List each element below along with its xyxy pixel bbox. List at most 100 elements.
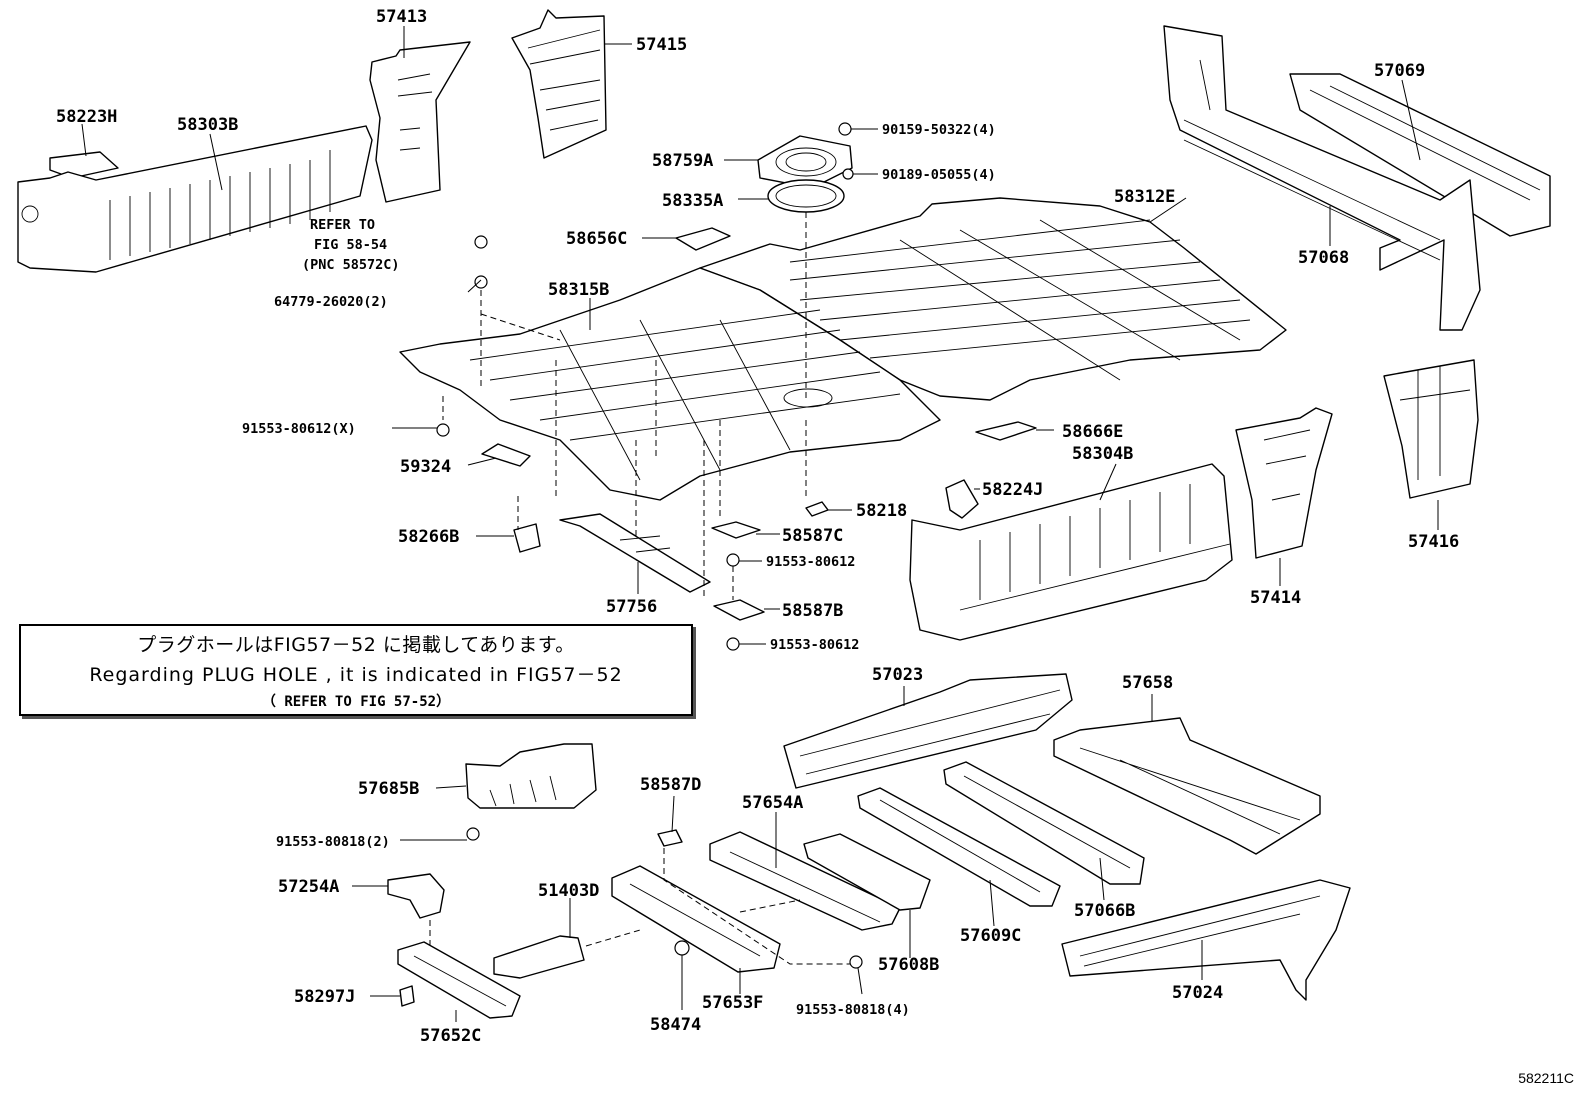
label-58223H: 58223H bbox=[56, 107, 117, 127]
label-57685B: 57685B bbox=[358, 779, 419, 799]
part-57756 bbox=[559, 513, 711, 593]
label-57653F: 57653F bbox=[702, 993, 763, 1013]
note-line-english: Regarding PLUG HOLE , it is indicated in… bbox=[89, 664, 623, 686]
part-58297J bbox=[399, 985, 415, 1007]
label-58656C: 58656C bbox=[566, 229, 627, 249]
fastener-90189 bbox=[842, 168, 854, 180]
plug-hole-note: プラグホールはFIG57－52 に掲載してあります。 Regarding PLU… bbox=[19, 624, 693, 716]
part-57066B bbox=[943, 761, 1145, 885]
part-57654A bbox=[709, 831, 901, 931]
label-58315B: 58315B bbox=[548, 280, 609, 300]
label-57654A: 57654A bbox=[742, 793, 803, 813]
fastener-91553b bbox=[726, 637, 740, 651]
part-57413 bbox=[369, 41, 471, 203]
part-58315B bbox=[399, 267, 941, 501]
label-58335A: 58335A bbox=[662, 191, 723, 211]
label-58474: 58474 bbox=[650, 1015, 701, 1035]
label-91553-80818-2: 91553-80818(2) bbox=[276, 834, 390, 850]
label-91553-80612-a: 91553-80612 bbox=[766, 554, 855, 570]
label-57609C: 57609C bbox=[960, 926, 1021, 946]
label-57254A: 57254A bbox=[278, 877, 339, 897]
label-57608B: 57608B bbox=[878, 955, 939, 975]
part-57416 bbox=[1383, 359, 1479, 499]
figure-code: 582211C bbox=[1518, 1070, 1574, 1086]
label-57658: 57658 bbox=[1122, 673, 1173, 693]
label-57066B: 57066B bbox=[1074, 901, 1135, 921]
label-57413: 57413 bbox=[376, 7, 427, 27]
label-59324: 59324 bbox=[400, 457, 451, 477]
part-labels: 58223H 58303B 57413 57415 90159-50322(4)… bbox=[56, 7, 1459, 1046]
part-58304B bbox=[909, 463, 1233, 641]
label-51403D: 51403D bbox=[538, 881, 599, 901]
label-58666E: 58666E bbox=[1062, 422, 1123, 442]
fastener-91553x bbox=[436, 423, 450, 437]
label-57416: 57416 bbox=[1408, 532, 1459, 552]
part-57254A bbox=[387, 873, 445, 919]
label-91553-80818-4: 91553-80818(4) bbox=[796, 1002, 910, 1018]
part-58223H bbox=[49, 151, 119, 179]
fastener-64779-a bbox=[474, 235, 488, 249]
label-58304B: 58304B bbox=[1072, 444, 1133, 464]
part-58587D bbox=[657, 829, 683, 847]
label-58266B: 58266B bbox=[398, 527, 459, 547]
part-58656C bbox=[675, 227, 731, 251]
label-58759A: 58759A bbox=[652, 151, 713, 171]
fastener-90159 bbox=[838, 122, 852, 136]
label-57023: 57023 bbox=[872, 665, 923, 685]
dashed-alignment-lines bbox=[429, 212, 850, 965]
fastener-91553c bbox=[466, 827, 480, 841]
part-58587C bbox=[711, 521, 761, 539]
fastener-91553a bbox=[726, 553, 740, 567]
part-57609C bbox=[857, 787, 1061, 907]
part-58218 bbox=[805, 501, 829, 517]
fastener-58474 bbox=[674, 940, 690, 956]
part-57415 bbox=[511, 9, 607, 159]
part-58335A bbox=[767, 179, 845, 213]
label-58587B: 58587B bbox=[782, 601, 843, 621]
label-58587D: 58587D bbox=[640, 775, 701, 795]
label-57024: 57024 bbox=[1172, 983, 1223, 1003]
part-51403D bbox=[493, 935, 585, 979]
label-58587C: 58587C bbox=[782, 526, 843, 546]
part-57658 bbox=[1053, 717, 1321, 855]
fastener-91553d bbox=[849, 955, 863, 969]
part-58312E bbox=[699, 197, 1287, 401]
label-58312E: 58312E bbox=[1114, 187, 1175, 207]
label-57069: 57069 bbox=[1374, 61, 1425, 81]
part-57608B bbox=[803, 833, 931, 911]
fastener-64779-b bbox=[474, 275, 488, 289]
part-57653F bbox=[611, 865, 781, 973]
part-58224J bbox=[945, 479, 979, 519]
label-90189-05055: 90189-05055(4) bbox=[882, 167, 996, 183]
part-58266B bbox=[513, 523, 541, 553]
refer-line-3: (PNC 58572C) bbox=[302, 257, 400, 273]
label-57756: 57756 bbox=[606, 597, 657, 617]
leader-lines bbox=[81, 26, 1439, 1022]
label-91553-80612-b: 91553-80612 bbox=[770, 637, 859, 653]
part-58587B bbox=[713, 599, 765, 621]
label-58218: 58218 bbox=[856, 501, 907, 521]
part-57068 bbox=[1163, 25, 1481, 331]
label-90159-50322: 90159-50322(4) bbox=[882, 122, 996, 138]
label-58303B: 58303B bbox=[177, 115, 238, 135]
part-57652C bbox=[397, 941, 521, 1019]
label-58297J: 58297J bbox=[294, 987, 355, 1007]
refer-line-2: FIG 58-54 bbox=[314, 237, 387, 253]
note-line-japanese: プラグホールはFIG57－52 に掲載してあります。 bbox=[137, 634, 575, 656]
label-64779-26020: 64779-26020(2) bbox=[274, 294, 388, 310]
part-58303B bbox=[17, 125, 373, 273]
part-57685B bbox=[465, 743, 597, 809]
label-58224J: 58224J bbox=[982, 480, 1043, 500]
label-91553-80612-x: 91553-80612(X) bbox=[242, 421, 356, 437]
note-line-refer: （ REFER TO FIG 57-52） bbox=[261, 694, 451, 710]
refer-line-1: REFER TO bbox=[310, 217, 375, 233]
part-57023 bbox=[783, 673, 1073, 789]
label-57068: 57068 bbox=[1298, 248, 1349, 268]
label-57414: 57414 bbox=[1250, 588, 1301, 608]
part-59324 bbox=[481, 443, 531, 467]
part-57069 bbox=[1289, 73, 1551, 237]
part-58666E bbox=[975, 421, 1037, 441]
label-57652C: 57652C bbox=[420, 1026, 481, 1046]
part-58759A bbox=[757, 135, 853, 189]
